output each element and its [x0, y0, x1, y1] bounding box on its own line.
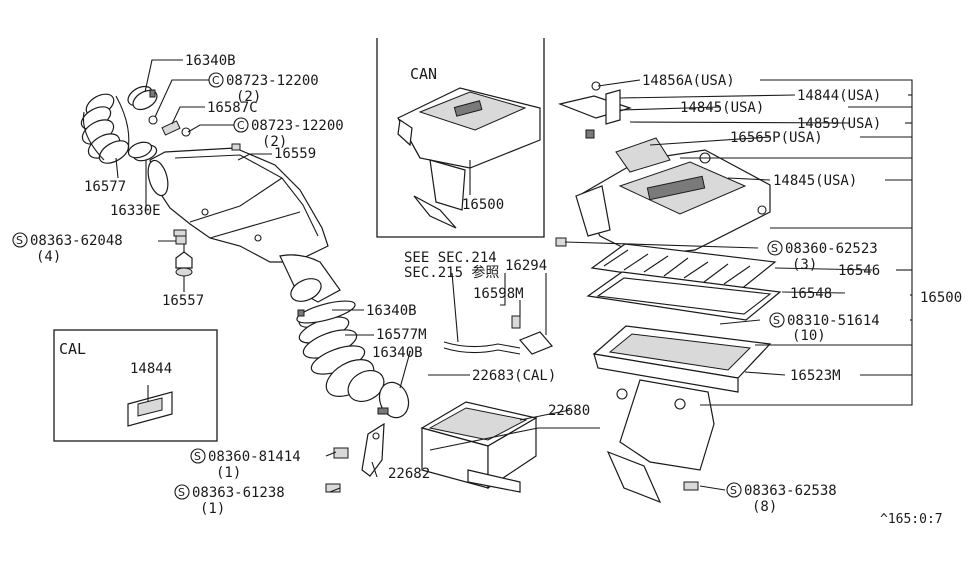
label-08363-62048: 08363-62048: [30, 233, 123, 249]
label-08363-61238-qty: (1): [200, 501, 225, 517]
symbol-c-08723-a: C: [208, 72, 224, 88]
label-16340b-mid: 16340B: [366, 303, 417, 319]
label-16500: 16500: [920, 290, 962, 306]
label-16340b-low: 16340B: [372, 345, 423, 361]
symbol-c-08723-a-text: C: [212, 74, 220, 87]
label-16546: 16546: [838, 263, 880, 279]
label-14845-usa-b: 14845(USA): [773, 173, 857, 189]
label-08723-b-qty: (2): [262, 134, 287, 150]
label-08363-62538-qty: (8): [752, 499, 777, 515]
page-code: ^165:0:7: [880, 512, 943, 527]
label-14844-usa: 14844(USA): [797, 88, 881, 104]
label-22683: 22683(CAL): [472, 368, 556, 384]
label-see-sec-2: SEC.215 参照: [404, 264, 499, 281]
label-08360-81414-qty: (1): [216, 465, 241, 481]
label-08310-51614: 08310-51614: [787, 313, 880, 329]
label-16340b-top: 16340B: [185, 53, 236, 69]
symbol-s-08360-81414: S: [190, 448, 206, 464]
label-16559: 16559: [274, 146, 316, 162]
label-16523m: 16523M: [790, 368, 841, 384]
bolt-08363-62048: [173, 229, 187, 237]
tube-section-16577m: [279, 254, 385, 403]
label-08723-b: 08723-12200: [251, 118, 344, 134]
symbol-s-08363-61238-text: S: [178, 486, 185, 499]
symbol-c-08723-b-text: C: [237, 119, 245, 132]
seal-16548: [586, 271, 782, 321]
label-16577: 16577: [84, 179, 126, 195]
can-box-label: CAN: [410, 65, 437, 83]
label-16294: 16294: [505, 258, 547, 274]
cal-box: CAL: [53, 329, 218, 442]
symbol-s-08360-62523: S: [767, 240, 783, 256]
label-08363-62538: 08363-62538: [744, 483, 837, 499]
hose-clamp-16340b-top: [127, 85, 158, 111]
label-22680: 22680: [548, 403, 590, 419]
symbol-s-08360-81414-text: S: [194, 450, 201, 463]
hose-16294: [443, 315, 554, 355]
label-14844-cal: 14844: [130, 361, 172, 377]
label-08360-81414: 08360-81414: [208, 449, 301, 465]
label-see-sec-1: SEE SEC.214: [404, 250, 497, 266]
label-16587c: 16587C: [207, 100, 258, 116]
can-air-cleaner-16500: [397, 87, 541, 229]
label-08363-61238: 08363-61238: [192, 485, 285, 501]
label-14856a: 14856A(USA): [642, 73, 735, 89]
label-16557: 16557: [162, 293, 204, 309]
symbol-s-08363-62048: S: [12, 232, 28, 248]
mount-bracket-16557: [175, 229, 193, 277]
symbol-c-08723-b: C: [233, 117, 249, 133]
cal-canister-22680: [420, 401, 538, 493]
label-08360-62523: 08360-62523: [785, 241, 878, 257]
label-08723-a-qty: (2): [236, 89, 261, 105]
label-08360-62523-qty: (3): [792, 257, 817, 273]
label-16598m: 16598M: [473, 286, 524, 302]
label-14845-usa-a: 14845(USA): [680, 100, 764, 116]
cal-bracket-14844: [127, 391, 173, 427]
bolt-08360-81414: [333, 447, 349, 459]
part-labels: 16340B 08723-12200 (2) 16587C 08723-1220…: [30, 53, 962, 527]
symbol-s-08310-51614: S: [769, 312, 785, 328]
bolt-08363-62538: [683, 481, 699, 491]
usa-bracket-14844: [557, 81, 633, 125]
label-08363-62048-qty: (4): [36, 249, 61, 265]
hose-clamp-16340b-mid: [296, 300, 356, 324]
symbol-s-08363-62538-text: S: [730, 484, 737, 497]
label-22682: 22682: [388, 466, 430, 482]
usa-filter-16565p: [585, 129, 671, 173]
symbol-s-08363-62048-text: S: [16, 234, 23, 247]
label-16565p: 16565P(USA): [730, 130, 823, 146]
symbol-s-08360-62523-text: S: [771, 242, 778, 255]
label-08723-a: 08723-12200: [226, 73, 319, 89]
symbol-s-08363-62538: S: [726, 482, 742, 498]
label-16500-can: 16500: [462, 197, 504, 213]
symbol-s-08310-51614-text: S: [773, 314, 780, 327]
symbol-s-08363-61238: S: [174, 484, 190, 500]
clip-16330e: [127, 141, 158, 162]
label-16330e: 16330E: [110, 203, 161, 219]
label-08310-51614-qty: (10): [792, 328, 826, 344]
air-duct-16559: [147, 143, 329, 263]
cal-box-label: CAL: [59, 340, 86, 358]
rubber-bellows-16577: [80, 93, 130, 164]
connector-16587c: [148, 115, 191, 137]
label-14859: 14859(USA): [797, 116, 881, 132]
leader-lines: [115, 59, 913, 493]
hose-clamp-16340b-lower: [377, 381, 410, 419]
air-cleaner-cover: [575, 149, 771, 257]
cal-bracket-22682: [361, 422, 385, 477]
label-16577m: 16577M: [376, 327, 427, 343]
bolt-08360-62523: [555, 237, 567, 247]
can-box: CAN: [376, 38, 545, 238]
label-16548: 16548: [790, 286, 832, 302]
housing-16523m: [592, 325, 772, 504]
